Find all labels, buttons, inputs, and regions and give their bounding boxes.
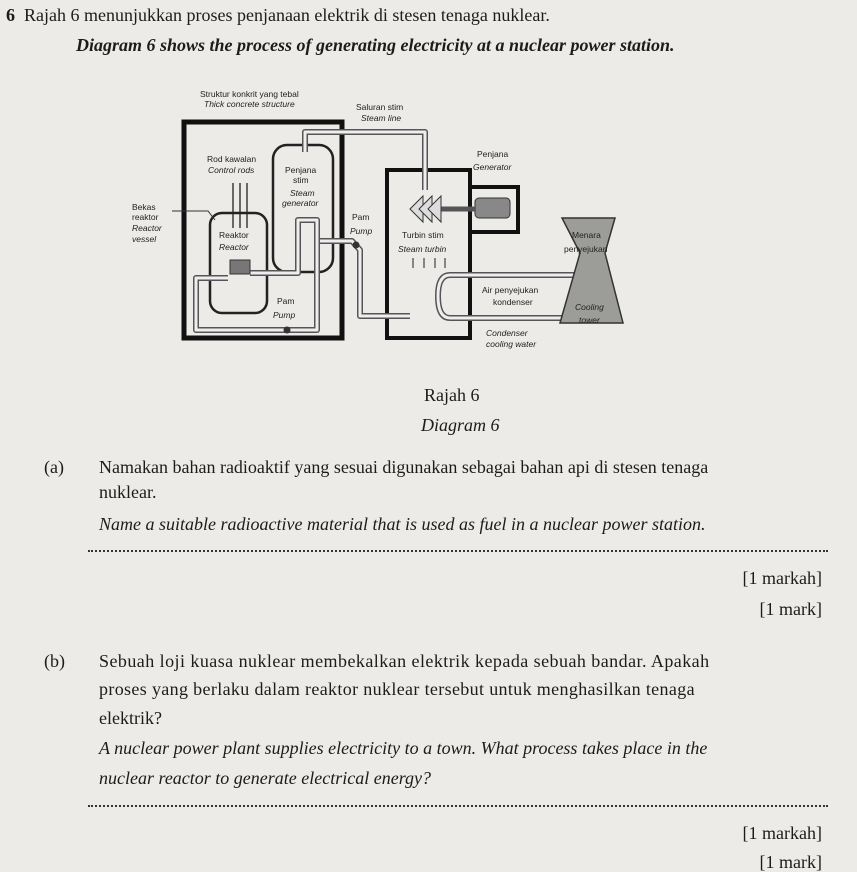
caption-malay: Rajah 6	[424, 385, 480, 405]
part-b-english-2: nuclear reactor to generate electrical e…	[99, 768, 432, 788]
intro-malay: Rajah 6 menunjukkan proses penjanaan ele…	[24, 5, 550, 25]
part-b-malay-3: elektrik?	[99, 708, 162, 728]
label-vessel-en: Reactor	[132, 223, 163, 233]
label-tower-en: Cooling	[575, 302, 604, 312]
label-vessel-ms2: reaktor	[132, 212, 159, 222]
label-reactor-en: Reactor	[219, 242, 250, 252]
control-rods-icon	[232, 183, 248, 228]
part-a-label: (a)	[44, 457, 64, 477]
part-a-english: Name a suitable radioactive material tha…	[99, 514, 706, 534]
label-rods-en: Control rods	[208, 165, 255, 175]
part-b-marks-en: [1 mark]	[759, 852, 822, 872]
label-cond-en: Condenser	[486, 328, 529, 338]
answer-line-a[interactable]	[88, 550, 828, 552]
nuclear-power-station-diagram: Struktur konkrit yang tebal Thick concre…	[132, 89, 624, 349]
label-pump2-ms: Pam	[277, 296, 294, 306]
concrete-structure	[181, 119, 345, 341]
label-stgen-en2: generator	[282, 198, 320, 208]
reactor-vessel	[208, 211, 269, 315]
part-b-label: (b)	[44, 651, 65, 671]
part-a-marks-ms: [1 markah]	[742, 568, 822, 588]
part-b-english-1: A nuclear power plant supplies electrici…	[99, 738, 708, 758]
label-cond-en2: cooling water	[486, 339, 537, 349]
question-number: 6	[6, 5, 15, 25]
label-reactor-ms: Reaktor	[219, 230, 249, 240]
label-tower-en2: tower	[579, 315, 601, 325]
pipes	[193, 129, 575, 333]
label-cond-ms: Air penyejukan	[482, 285, 539, 295]
steam-arrows-icon	[412, 258, 446, 268]
part-b-marks-ms: [1 markah]	[742, 823, 822, 843]
generator-icon	[474, 197, 511, 219]
label-cond-ms2: kondenser	[493, 297, 533, 307]
answer-line-b[interactable]	[88, 805, 828, 807]
label-pump-ms: Pam	[352, 212, 369, 222]
label-generator-ms: Penjana	[477, 149, 508, 159]
reactor-core-icon	[229, 259, 251, 275]
label-rods-ms: Rod kawalan	[207, 154, 256, 164]
cooling-tower	[559, 217, 624, 324]
label-pump-en: Pump	[350, 226, 372, 236]
label-stgen-en: Steam	[290, 188, 315, 198]
label-stgen-ms: Penjana	[285, 165, 316, 175]
part-b-malay-2: proses yang berlaku dalam reaktor nuklea…	[99, 679, 695, 699]
label-tower-ms2: penyejukan	[564, 244, 608, 254]
part-a-malay-1: Namakan bahan radioaktif yang sesuai dig…	[99, 457, 709, 477]
turbine-blades-icon	[409, 194, 442, 224]
turbine-housing	[385, 168, 472, 340]
caption-english: Diagram 6	[421, 415, 500, 435]
label-vessel-ms: Bekas	[132, 202, 156, 212]
pump-icon	[352, 241, 360, 249]
label-stgen-ms2: stim	[293, 175, 309, 185]
part-a-malay-2: nuklear.	[99, 482, 157, 502]
label-generator-en: Generator	[473, 162, 512, 172]
label-steamline-en: Steam line	[361, 113, 401, 123]
label-vessel-en2: vessel	[132, 234, 157, 244]
label-concrete-en: Thick concrete structure	[204, 99, 295, 109]
label-turbine-en: Steam turbin	[398, 244, 446, 254]
label-steamline-ms: Saluran stim	[356, 102, 403, 112]
label-concrete-ms: Struktur konkrit yang tebal	[200, 89, 299, 99]
part-b-malay-1: Sebuah loji kuasa nuklear membekalkan el…	[99, 651, 710, 671]
label-pump2-en: Pump	[273, 310, 295, 320]
label-tower-ms: Menara	[572, 230, 601, 240]
part-a-marks-en: [1 mark]	[759, 599, 822, 619]
label-turbine-ms: Turbin stim	[402, 230, 444, 240]
pump-icon	[283, 326, 291, 334]
intro-english: Diagram 6 shows the process of generatin…	[76, 35, 675, 55]
